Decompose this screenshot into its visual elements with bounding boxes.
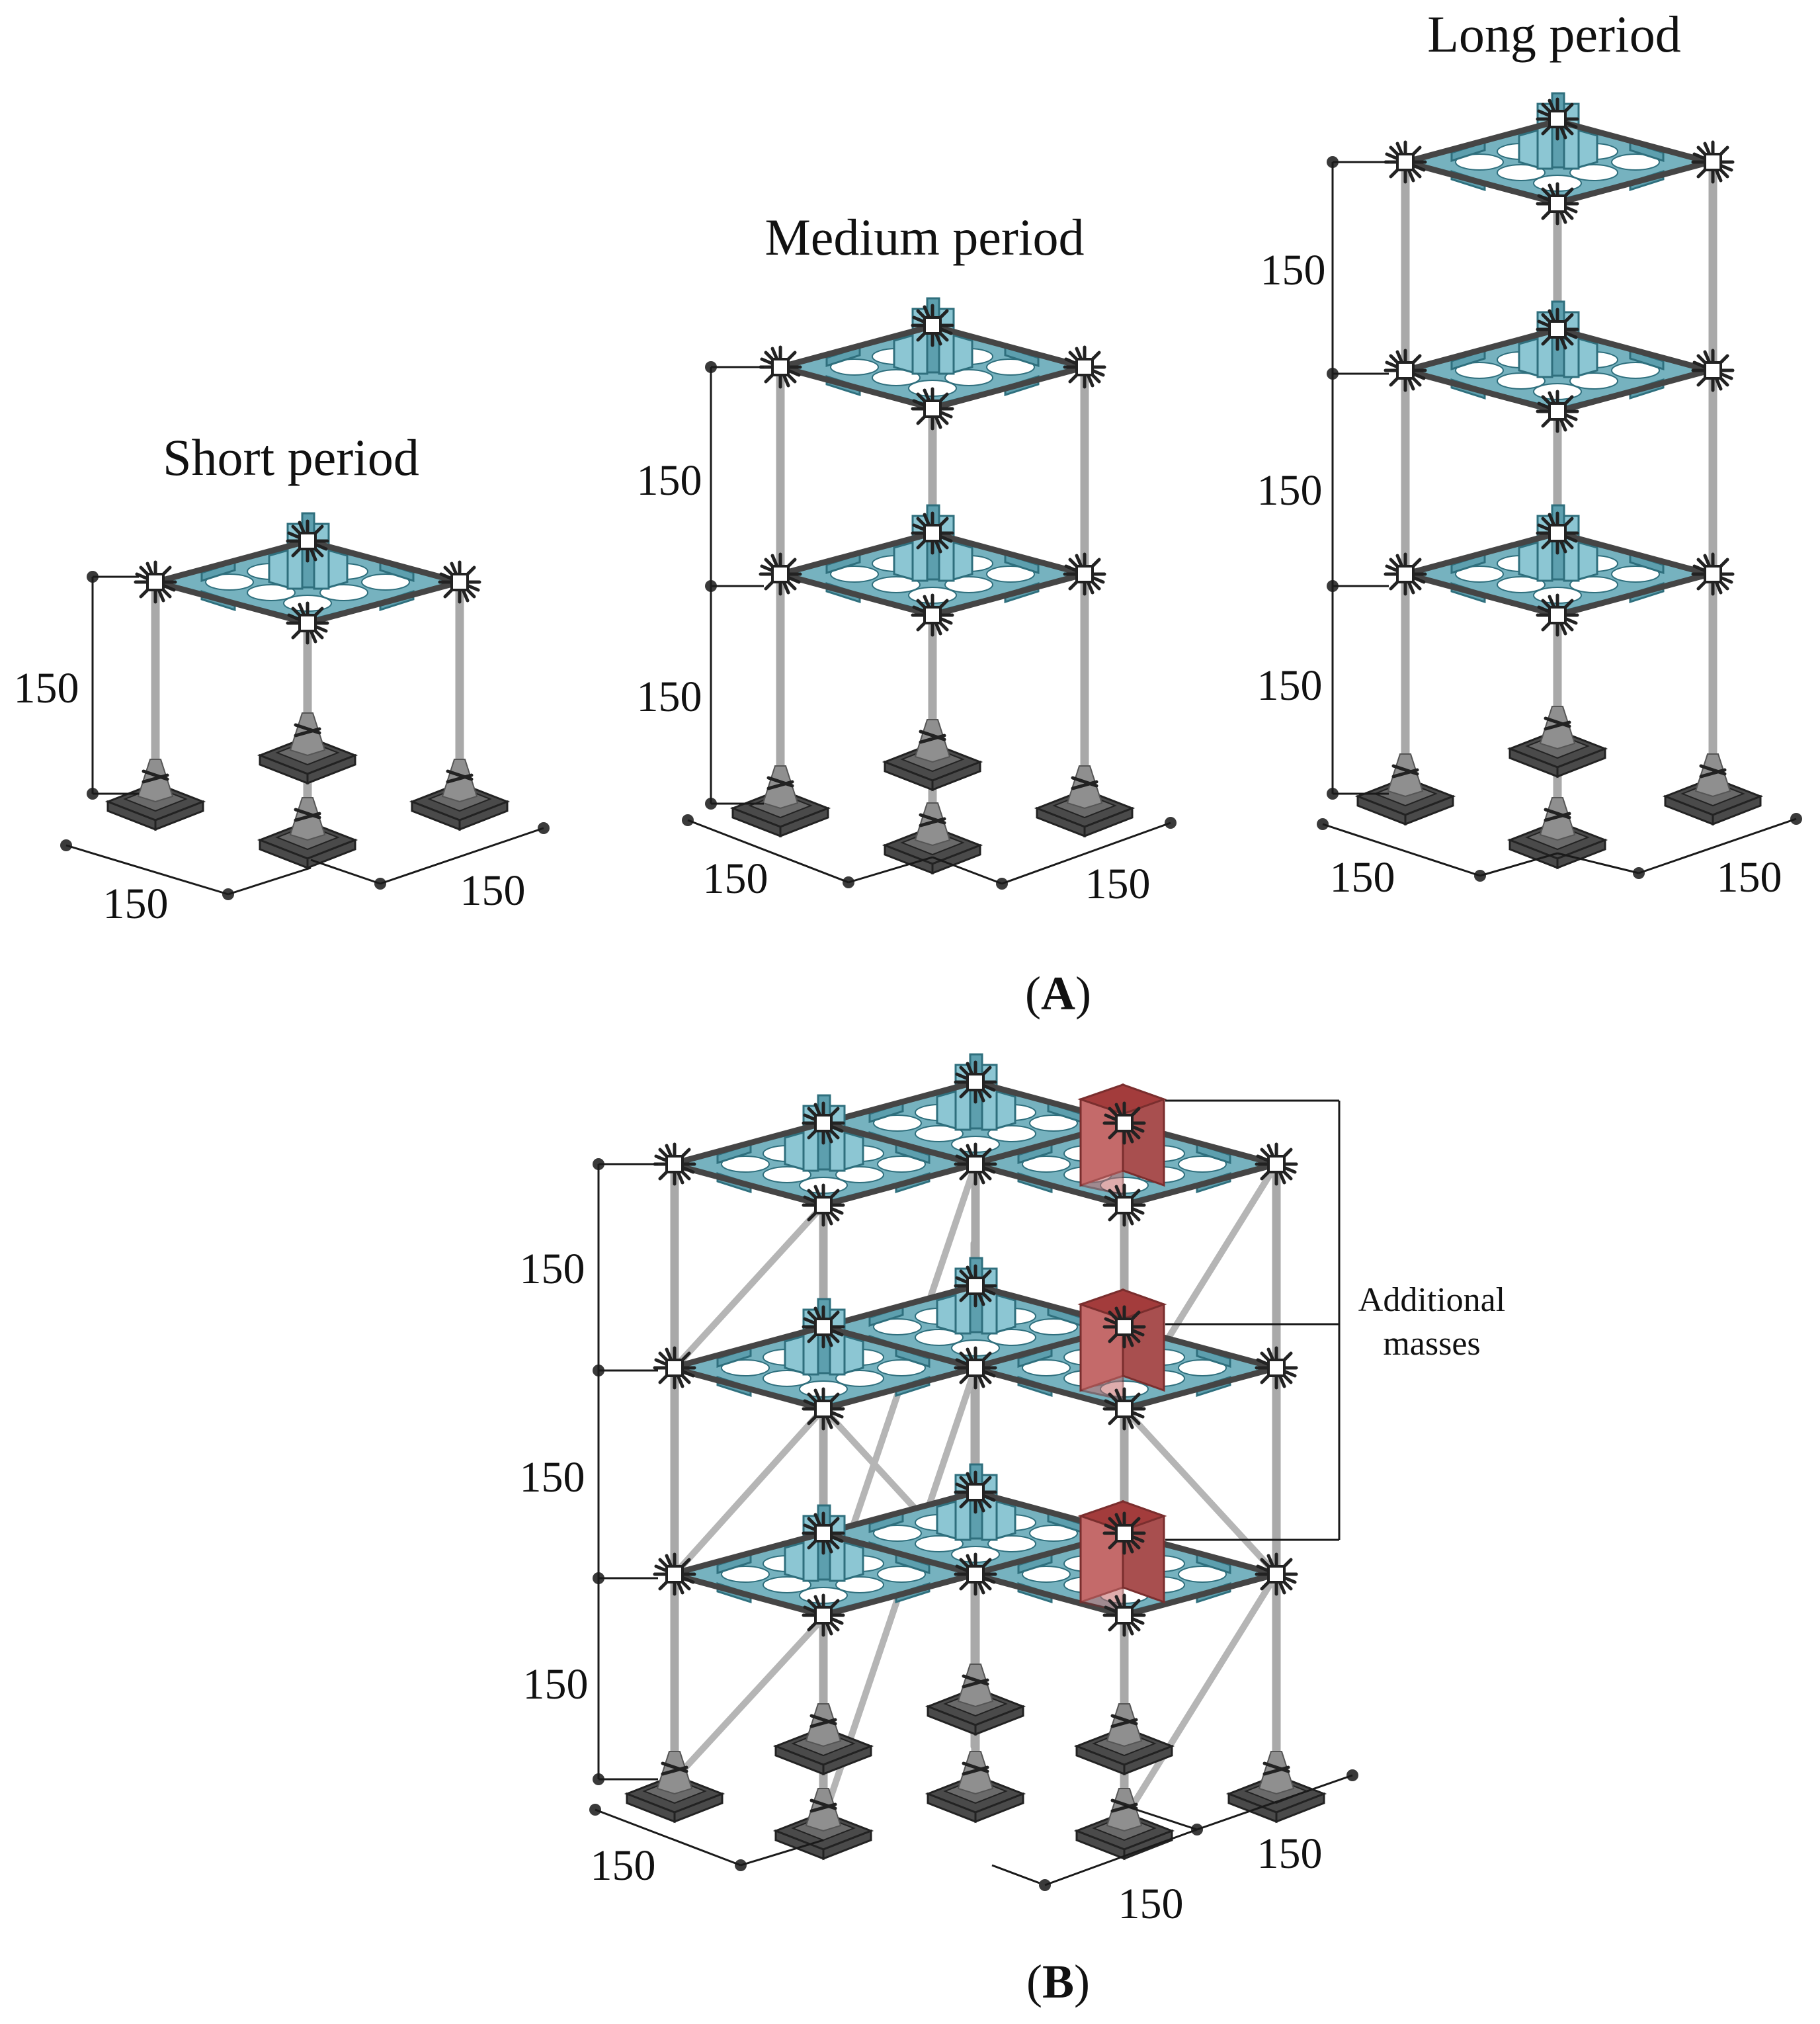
medium-storey-height-1: 150 bbox=[637, 673, 702, 721]
long-plan-y: 150 bbox=[1717, 853, 1782, 902]
long-storey-height-3: 150 bbox=[1261, 246, 1326, 294]
b-height-dimension: 150 150 150 bbox=[520, 1158, 658, 1785]
b-bases bbox=[627, 1664, 1324, 1859]
long-period-model: Long period bbox=[1257, 5, 1802, 902]
b-mass-floor-2 bbox=[1079, 1288, 1165, 1401]
long-plan-dimensions: 150 150 bbox=[1317, 813, 1802, 902]
medium-plan-y: 150 bbox=[1085, 860, 1151, 908]
medium-plan-x: 150 bbox=[703, 855, 768, 903]
b-mass-floor-1 bbox=[1079, 1500, 1165, 1613]
panel-a-caption: (A) bbox=[1025, 967, 1091, 1020]
short-period-title: Short period bbox=[163, 429, 419, 486]
long-height-dimension: 150 150 150 bbox=[1257, 156, 1389, 800]
panel-b-caption: (B) bbox=[1026, 1955, 1090, 2008]
short-period-model: Short period 150 bbox=[14, 429, 550, 928]
b-plan-x: 150 bbox=[591, 1841, 656, 1890]
medium-plan-dimensions: 150 150 bbox=[682, 814, 1177, 908]
b-plan-dimensions: 150 150 150 bbox=[589, 1769, 1358, 1928]
long-period-title: Long period bbox=[1427, 5, 1680, 63]
b-plan-y-2: 150 bbox=[1257, 1830, 1323, 1878]
additional-masses-label-line2: masses bbox=[1383, 1325, 1480, 1363]
short-height-dimension: 150 bbox=[14, 571, 139, 800]
short-plan-dimensions: 150 150 bbox=[60, 822, 550, 928]
b-storey-height-3: 150 bbox=[520, 1245, 585, 1293]
b-mass-floor-3 bbox=[1079, 1083, 1165, 1196]
additional-masses-callout: Additional masses bbox=[1165, 1099, 1505, 1541]
long-storey-height-1: 150 bbox=[1257, 661, 1323, 710]
medium-height-dimension: 150 150 bbox=[637, 361, 764, 810]
b-storey-height-1: 150 bbox=[523, 1660, 589, 1708]
medium-period-model: Medium period 15 bbox=[637, 208, 1177, 908]
medium-period-title: Medium period bbox=[765, 208, 1084, 266]
short-plan-x: 150 bbox=[103, 880, 169, 928]
long-plan-x: 150 bbox=[1330, 853, 1395, 902]
panel-b-model: 150 150 150 150 150 150 Addit bbox=[520, 1054, 1505, 1928]
medium-storey-height-2: 150 bbox=[637, 456, 702, 505]
b-storey-height-2: 150 bbox=[520, 1453, 585, 1501]
long-storey-height-2: 150 bbox=[1257, 466, 1323, 515]
short-plan-y: 150 bbox=[460, 866, 526, 915]
additional-masses-label-line1: Additional bbox=[1358, 1281, 1505, 1319]
short-storey-height-1: 150 bbox=[14, 664, 79, 712]
b-plan-y-1: 150 bbox=[1118, 1880, 1184, 1928]
